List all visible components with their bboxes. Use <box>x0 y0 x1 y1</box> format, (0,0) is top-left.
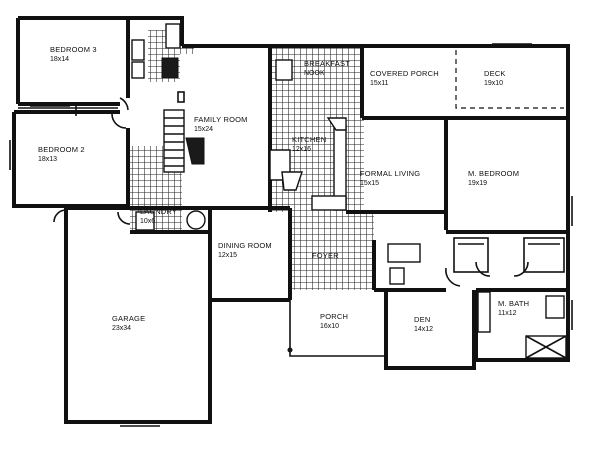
closets <box>177 91 565 273</box>
m-bedroom-dim: 19x19 <box>468 180 487 187</box>
m-bedroom-label: M. BEDROOM <box>468 169 519 178</box>
bedroom-3-label: BEDROOM 3 <box>50 45 97 54</box>
bath-fixtures <box>131 23 567 359</box>
dining-room-dim: 12x15 <box>218 252 237 259</box>
family-room-dim: 15x24 <box>194 126 213 133</box>
foyer-label: FOYER <box>312 251 339 260</box>
breakfast-nook-label: BREAKFAST <box>304 59 350 68</box>
breakfast-nook-dim: NOOK <box>304 70 325 77</box>
laundry-dim: 10x6 <box>140 218 155 225</box>
m-bath-dim: 11x12 <box>498 310 517 317</box>
walls <box>12 16 570 424</box>
porch-dim: 16x10 <box>320 323 339 330</box>
formal-living-dim: 15x15 <box>360 180 379 187</box>
laundry-label: LAUNDRY <box>140 207 177 216</box>
family-room-label: FAMILY ROOM <box>194 115 248 124</box>
kitchen-dim: 12x16 <box>292 146 311 153</box>
garage-dim: 23x34 <box>112 325 131 332</box>
room-labels: BEDROOM 3 18x14 BEDROOM 2 18x13 FAMILY R… <box>38 45 529 333</box>
kitchen-counters <box>269 59 347 211</box>
den-dim: 14x12 <box>414 326 433 333</box>
deck-dim: 19x10 <box>484 80 503 87</box>
covered-porch-label: COVERED PORCH <box>370 69 439 78</box>
m-bath-label: M. BATH <box>498 299 529 308</box>
bedroom-2-label: BEDROOM 2 <box>38 145 85 154</box>
porch-label: PORCH <box>320 312 348 321</box>
dining-room-label: DINING ROOM <box>218 241 272 250</box>
deck-label: DECK <box>484 69 506 78</box>
den-label: DEN <box>414 315 430 324</box>
stairs <box>163 109 205 173</box>
garage-label: GARAGE <box>112 314 145 323</box>
formal-living-label: FORMAL LIVING <box>360 169 420 178</box>
bedroom-3-dim: 18x14 <box>50 56 69 63</box>
covered-porch-dim: 15x11 <box>370 80 389 87</box>
kitchen-label: KITCHEN <box>292 135 326 144</box>
bedroom-2-dim: 18x13 <box>38 156 57 163</box>
interior-details <box>9 23 573 427</box>
